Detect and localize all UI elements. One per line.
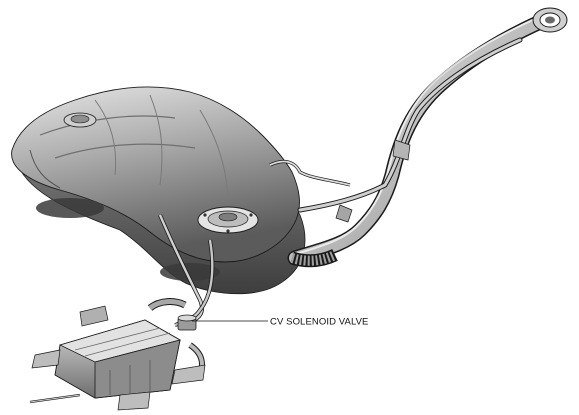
- filler-neck: [287, 14, 548, 268]
- vent-tube: [297, 37, 523, 213]
- cv-solenoid-valve: [177, 314, 197, 331]
- fuel-pump-flange: [197, 206, 259, 234]
- fuel-tank: [11, 86, 306, 295]
- callout-cv-solenoid-valve: CV SOLENOID VALVE: [192, 317, 369, 328]
- callout-label: CV SOLENOID VALVE: [270, 317, 369, 328]
- charcoal-canister: [31, 305, 206, 411]
- filler-cap-ring: [532, 7, 568, 33]
